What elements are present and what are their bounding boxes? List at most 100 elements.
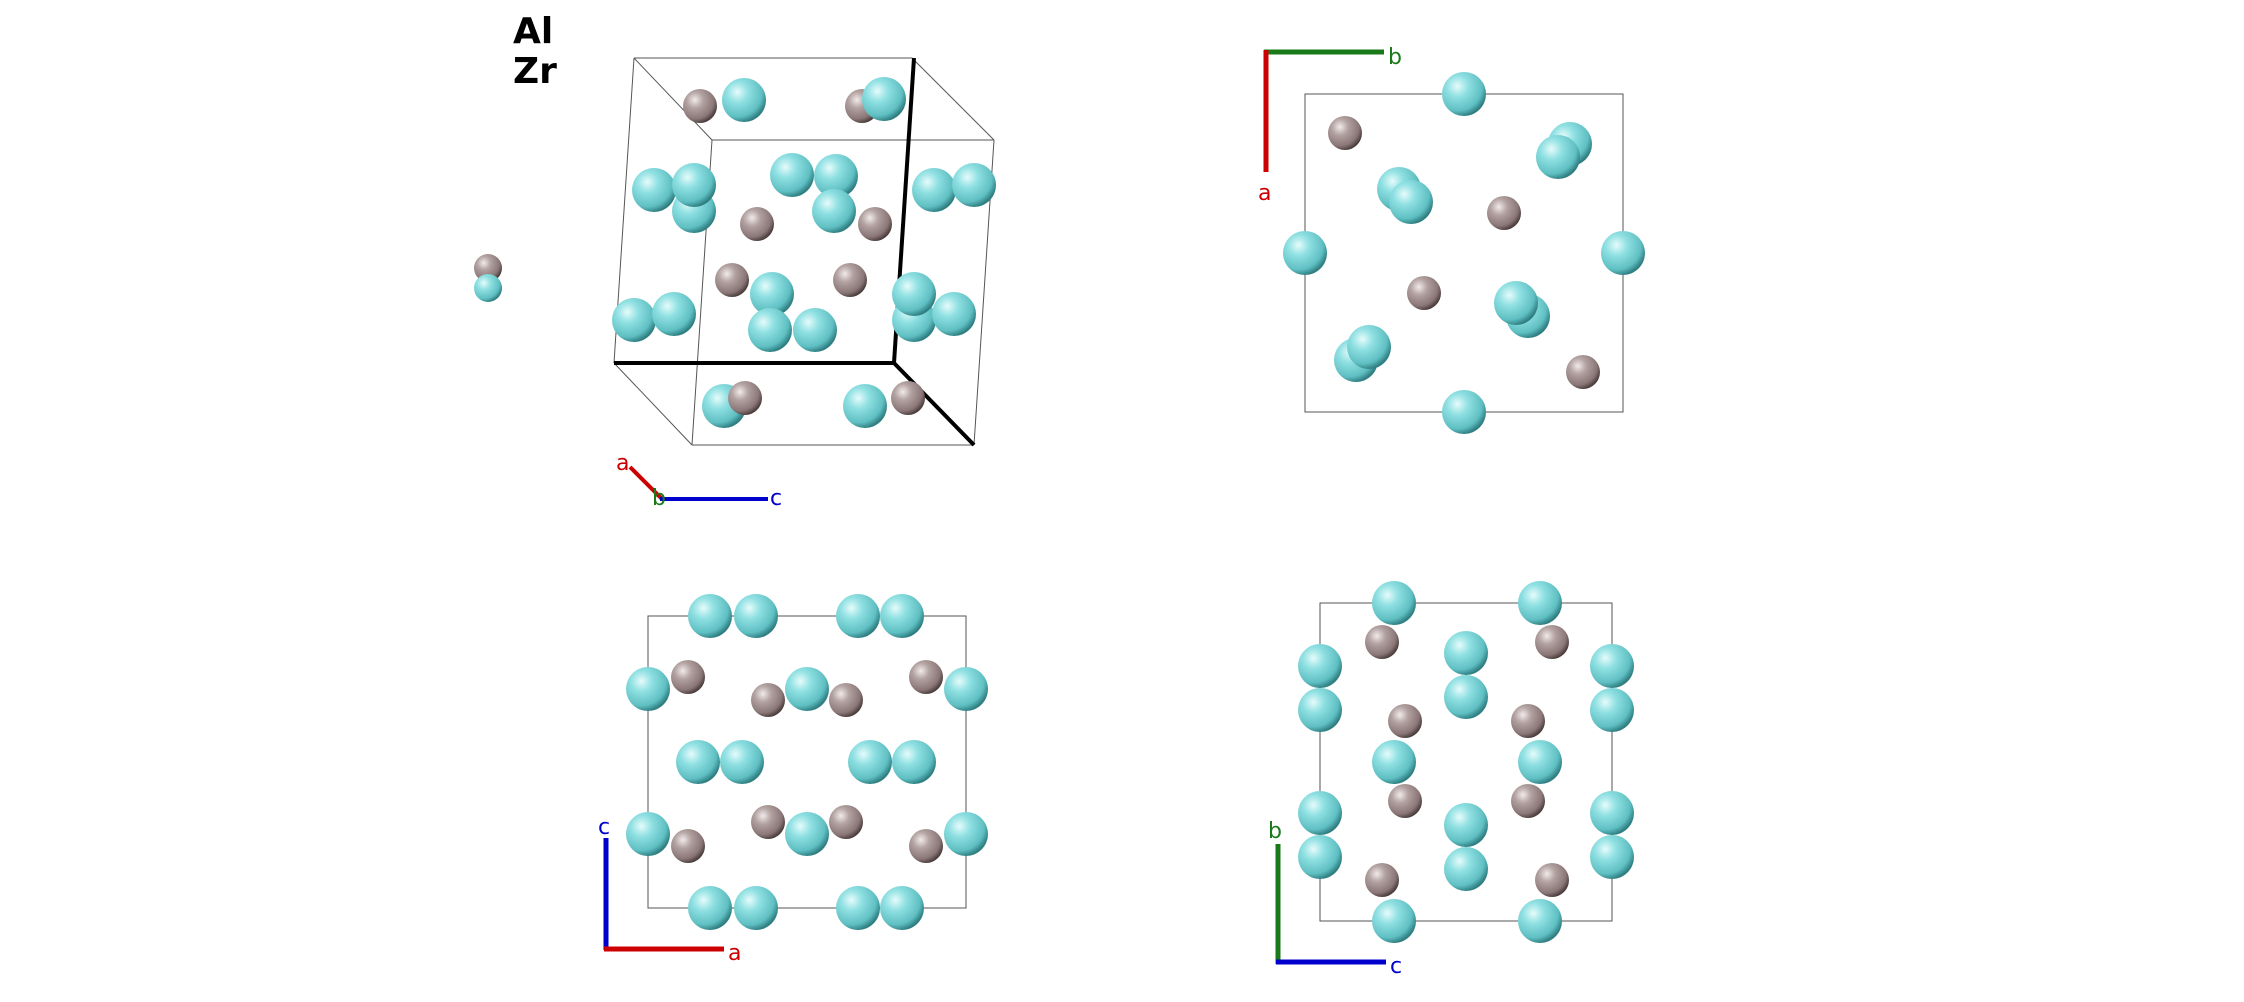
al-atom	[751, 683, 785, 717]
zr-atom	[1298, 688, 1342, 732]
zr-atom	[672, 163, 716, 207]
al-atom	[1511, 704, 1545, 738]
zr-atom	[1444, 803, 1488, 847]
zr-atom	[688, 886, 732, 930]
zr-atom	[626, 812, 670, 856]
zr-atom	[892, 740, 936, 784]
zr-atom	[1444, 675, 1488, 719]
unit-cell-outline	[647, 615, 967, 909]
zr-atom	[793, 308, 837, 352]
legend-al-label: Al	[513, 11, 554, 52]
zr-atom	[1298, 644, 1342, 688]
zr-atom	[676, 740, 720, 784]
zr-atom	[1518, 581, 1562, 625]
al-atom	[1407, 276, 1441, 310]
zr-atom	[1372, 740, 1416, 784]
axis-b-label: b	[652, 486, 666, 511]
zr-atom	[836, 886, 880, 930]
axis-b-label: b	[1388, 45, 1402, 70]
zr-atom	[748, 308, 792, 352]
unit-cell-outline	[1319, 602, 1613, 922]
al-atom	[474, 254, 502, 282]
zr-atom	[785, 812, 829, 856]
al-atom	[728, 381, 762, 415]
zr-atom	[1283, 231, 1327, 275]
zr-atom	[843, 384, 887, 428]
axis-a-label: a	[616, 451, 629, 476]
zr-atom	[944, 812, 988, 856]
zr-atom	[912, 168, 956, 212]
view-along-a: b c	[1268, 581, 1634, 979]
zr-atom	[632, 168, 676, 212]
axis-triad-along-b: c a	[598, 815, 741, 966]
zr-atom	[1590, 688, 1634, 732]
axis-a-label: a	[728, 941, 741, 966]
zr-atom	[474, 274, 502, 302]
al-atom	[671, 829, 705, 863]
al-atom	[751, 805, 785, 839]
zr-atom	[734, 594, 778, 638]
stray-atoms	[474, 254, 502, 302]
al-atom	[1511, 784, 1545, 818]
zr-atom	[1442, 72, 1486, 116]
al-atom	[909, 829, 943, 863]
zr-atom	[785, 667, 829, 711]
axis-a-line	[628, 465, 664, 501]
legend-zr-label: Zr	[513, 51, 557, 92]
al-atom	[1365, 625, 1399, 659]
axis-c-label: c	[1390, 954, 1402, 979]
zr-atom	[944, 667, 988, 711]
zr-atom	[892, 272, 936, 316]
al-atom	[1365, 863, 1399, 897]
zr-atom	[1298, 835, 1342, 879]
al-atom	[683, 89, 717, 123]
zr-atom	[862, 77, 906, 121]
zr-atom	[1389, 180, 1433, 224]
axis-c-label: c	[770, 486, 782, 511]
perspective-view: a b c	[474, 57, 996, 511]
atoms	[612, 77, 996, 428]
zr-atom	[952, 163, 996, 207]
view-along-b: c a	[598, 594, 988, 966]
zr-atom	[652, 292, 696, 336]
zr-atom	[1590, 835, 1634, 879]
al-atom	[909, 660, 943, 694]
al-atom	[671, 660, 705, 694]
al-atom	[715, 263, 749, 297]
al-atom	[1535, 625, 1569, 659]
al-atom	[858, 207, 892, 241]
axis-b-label: b	[1268, 819, 1282, 844]
zr-atom	[1536, 135, 1580, 179]
zr-atom	[812, 189, 856, 233]
zr-atom	[1601, 231, 1645, 275]
axis-triad-along-a: b c	[1268, 819, 1402, 979]
zr-atom	[1518, 740, 1562, 784]
al-atom	[829, 805, 863, 839]
zr-atom	[750, 272, 794, 316]
zr-atom	[1347, 325, 1391, 369]
zr-atom	[836, 594, 880, 638]
zr-atom	[1372, 581, 1416, 625]
zr-atom	[722, 78, 766, 122]
zr-atom	[1494, 281, 1538, 325]
unit-cell-edges	[613, 57, 995, 446]
zr-atom	[880, 594, 924, 638]
al-atom	[1388, 704, 1422, 738]
al-atom	[1328, 116, 1362, 150]
zr-atom	[1518, 899, 1562, 943]
al-atom	[1566, 355, 1600, 389]
view-along-c: b a	[1258, 45, 1645, 434]
axis-triad-perspective: a b c	[616, 451, 782, 511]
zr-atom	[1590, 791, 1634, 835]
al-atom	[891, 381, 925, 415]
zr-atom	[814, 154, 858, 198]
al-atom	[829, 683, 863, 717]
zr-atom	[848, 740, 892, 784]
al-atom	[740, 207, 774, 241]
al-atom	[1535, 863, 1569, 897]
zr-atom	[1442, 390, 1486, 434]
zr-atom	[770, 153, 814, 197]
zr-atom	[1298, 791, 1342, 835]
al-atom	[1388, 784, 1422, 818]
